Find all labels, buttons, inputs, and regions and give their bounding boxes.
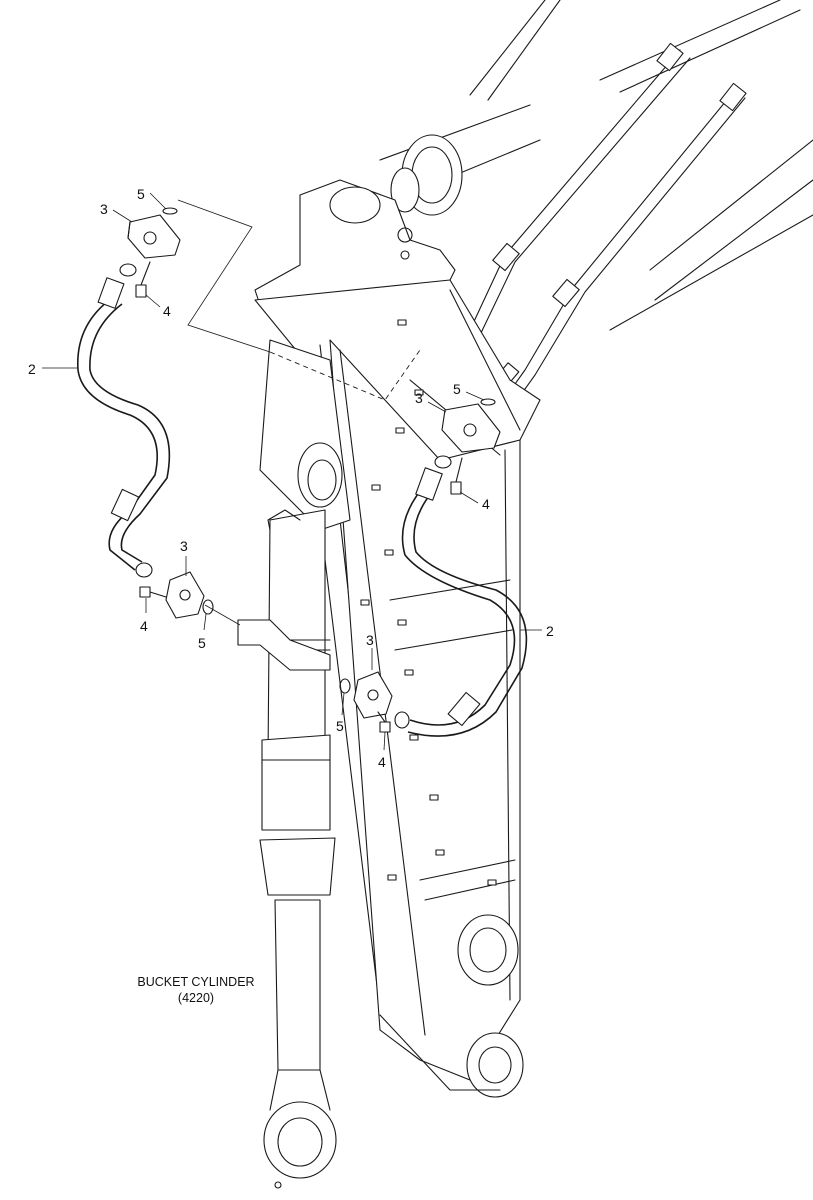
callout-5-top-right: 5 — [453, 381, 461, 397]
arm-body — [254, 179, 541, 1098]
caption-title: BUCKET CYLINDER — [137, 975, 254, 989]
bucket-cylinder — [237, 509, 337, 1189]
callout-5-mid-left: 5 — [198, 635, 206, 651]
callout-2-left: 2 — [28, 361, 36, 377]
caption-part-number: (4220) — [178, 991, 214, 1005]
callout-3-top-right: 3 — [415, 390, 423, 406]
callout-5-top-left: 5 — [137, 186, 145, 202]
callout-3-mid-right: 3 — [366, 632, 374, 648]
callouts: 5 3 4 2 3 4 5 5 3 4 2 3 5 4 — [28, 186, 554, 770]
upper-hose-lines — [459, 42, 747, 411]
upper-boom — [379, 0, 813, 331]
bolt-top-left — [135, 261, 151, 298]
reference-lines — [177, 199, 421, 626]
o-rings — [162, 207, 496, 694]
callout-5-mid-right: 5 — [336, 718, 344, 734]
bucket-cylinder-caption: BUCKET CYLINDER (4220) — [137, 975, 254, 1005]
callout-4-top-left: 4 — [163, 303, 171, 319]
bolt-top-right — [450, 457, 463, 495]
flange-top-left — [127, 214, 181, 259]
callout-4-mid-right: 4 — [378, 754, 386, 770]
callout-4-mid-left: 4 — [140, 618, 148, 634]
flange-top-right — [441, 403, 501, 453]
hose-right — [394, 455, 528, 737]
leader-lines — [42, 192, 542, 751]
callout-2-right: 2 — [546, 623, 554, 639]
callout-4-top-right: 4 — [482, 496, 490, 512]
flange-mid-left — [165, 571, 205, 619]
callout-3-mid-left: 3 — [180, 538, 188, 554]
callout-3-top-left: 3 — [100, 201, 108, 217]
hose-left — [77, 263, 171, 578]
bolt-mid-left — [139, 586, 167, 598]
flange-mid-right — [353, 671, 393, 719]
